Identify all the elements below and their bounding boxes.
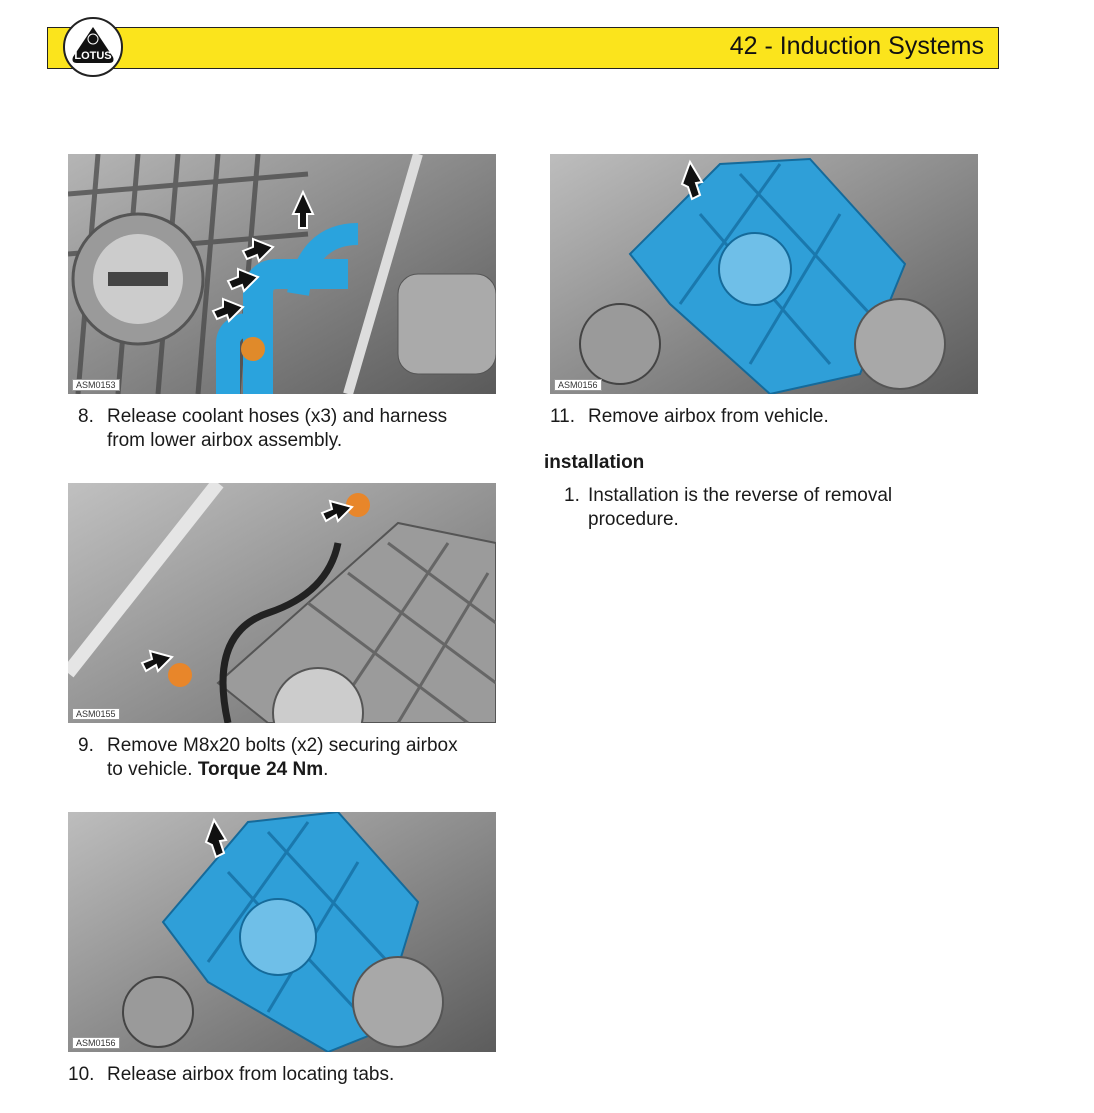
- figure-label: ASM0155: [72, 708, 120, 720]
- step-text: procedure.: [588, 509, 679, 530]
- step-number: 8.: [78, 406, 94, 427]
- step-number: 10.: [68, 1064, 95, 1085]
- step-text-post: .: [323, 759, 329, 780]
- step-text: Remove M8x20 bolts (x2) securing airbox: [107, 735, 458, 756]
- chapter-header: 42 - Induction Systems: [47, 27, 999, 69]
- figure-label: ASM0153: [72, 379, 120, 391]
- step-text: Remove airbox from vehicle.: [588, 406, 829, 427]
- step-number: 9.: [78, 735, 94, 756]
- step-text: from lower airbox assembly.: [107, 430, 343, 451]
- step-text: Installation is the reverse of removal: [588, 485, 893, 506]
- figure-remove-airbox: ASM0156: [550, 154, 978, 394]
- step-text-pre: to vehicle.: [107, 759, 198, 780]
- figure-airbox-tabs: ASM0156: [68, 812, 496, 1052]
- step-text: to vehicle. Torque 24 Nm.: [107, 758, 328, 782]
- lotus-logo: LOTUS: [63, 17, 123, 77]
- step-text: Release coolant hoses (x3) and harness: [107, 406, 448, 427]
- figure-airbox-bolts: ASM0155: [68, 483, 496, 723]
- svg-text:LOTUS: LOTUS: [74, 50, 111, 62]
- step-text: Release airbox from locating tabs.: [107, 1064, 395, 1085]
- installation-heading: installation: [544, 452, 645, 473]
- figure-label: ASM0156: [72, 1037, 120, 1049]
- step-number: 11.: [550, 406, 576, 427]
- figure-coolant-hoses: ASM0153: [68, 154, 496, 394]
- torque-value: Torque 24 Nm: [197, 759, 324, 780]
- step-number: 1.: [564, 485, 580, 506]
- figure-label: ASM0156: [554, 379, 602, 391]
- chapter-title: 42 - Induction Systems: [729, 32, 984, 60]
